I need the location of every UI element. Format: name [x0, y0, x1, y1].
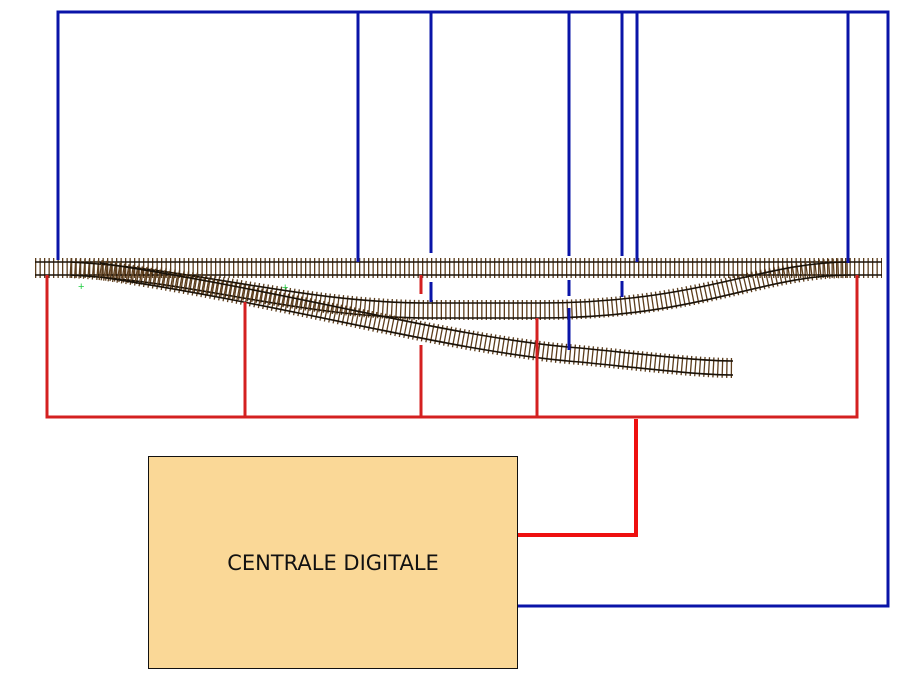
tracks: + + — [35, 258, 882, 378]
digital-controller-label: CENTRALE DIGITALE — [227, 550, 439, 575]
digital-controller-box — [148, 456, 518, 669]
blue-feeder-wires — [56, 10, 890, 608]
red-feeder-wires — [45, 275, 859, 537]
passing-track — [69, 258, 851, 320]
marker-icon: + — [282, 282, 288, 294]
siding-track — [98, 260, 734, 378]
marker-icon: + — [78, 281, 84, 293]
